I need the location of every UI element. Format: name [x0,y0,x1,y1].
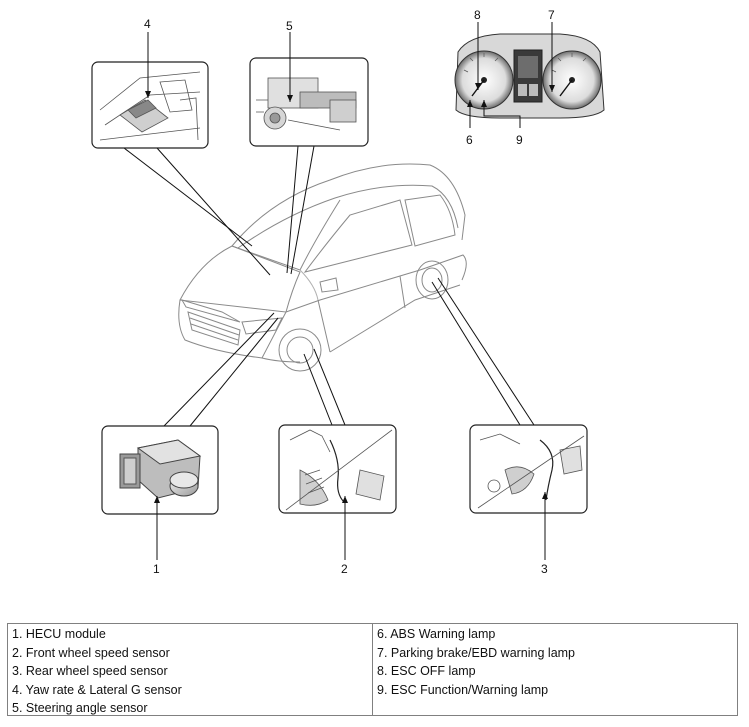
legend-item: 4. Yaw rate & Lateral G sensor [12,682,182,697]
callout-9: 9 [516,133,523,147]
legend-item: 6. ABS Warning lamp [377,627,496,641]
yaw-rate-sensor-detail [91,32,209,149]
vehicle-illustration [178,163,467,372]
legend-table: 1. HECU module 2. Front wheel speed sens… [7,623,738,716]
legend-item: 9. ESC Function/Warning lamp [377,682,549,697]
legend-item: 2. Front wheel speed sensor [12,645,170,660]
callout-8: 8 [474,8,481,22]
legend-item: 1. HECU module [12,627,106,641]
component-location-diagram: 1 2 3 4 5 6 7 8 9 [91,8,605,576]
legend-item: 3. Rear wheel speed sensor [12,664,168,679]
callout-7: 7 [548,8,555,22]
leader-lines [123,145,535,427]
instrument-cluster-detail [454,22,605,128]
callout-6: 6 [466,133,473,147]
hecu-module-detail [101,425,219,560]
steering-angle-sensor-detail [249,32,369,147]
callout-2: 2 [341,562,348,576]
front-wheel-sensor-detail [278,424,397,560]
rear-wheel-sensor-detail [469,424,588,560]
callout-1: 1 [153,562,160,576]
legend-item: 5. Steering angle sensor [12,701,148,716]
callout-3: 3 [541,562,548,576]
legend-column-left: 1. HECU module 2. Front wheel speed sens… [8,624,372,715]
legend-column-right: 6. ABS Warning lamp 7. Parking brake/EBD… [372,624,737,715]
callout-4: 4 [144,17,151,31]
legend-item: 8. ESC OFF lamp [377,664,476,679]
callout-5: 5 [286,19,293,33]
legend-item: 7. Parking brake/EBD warning lamp [377,645,576,660]
